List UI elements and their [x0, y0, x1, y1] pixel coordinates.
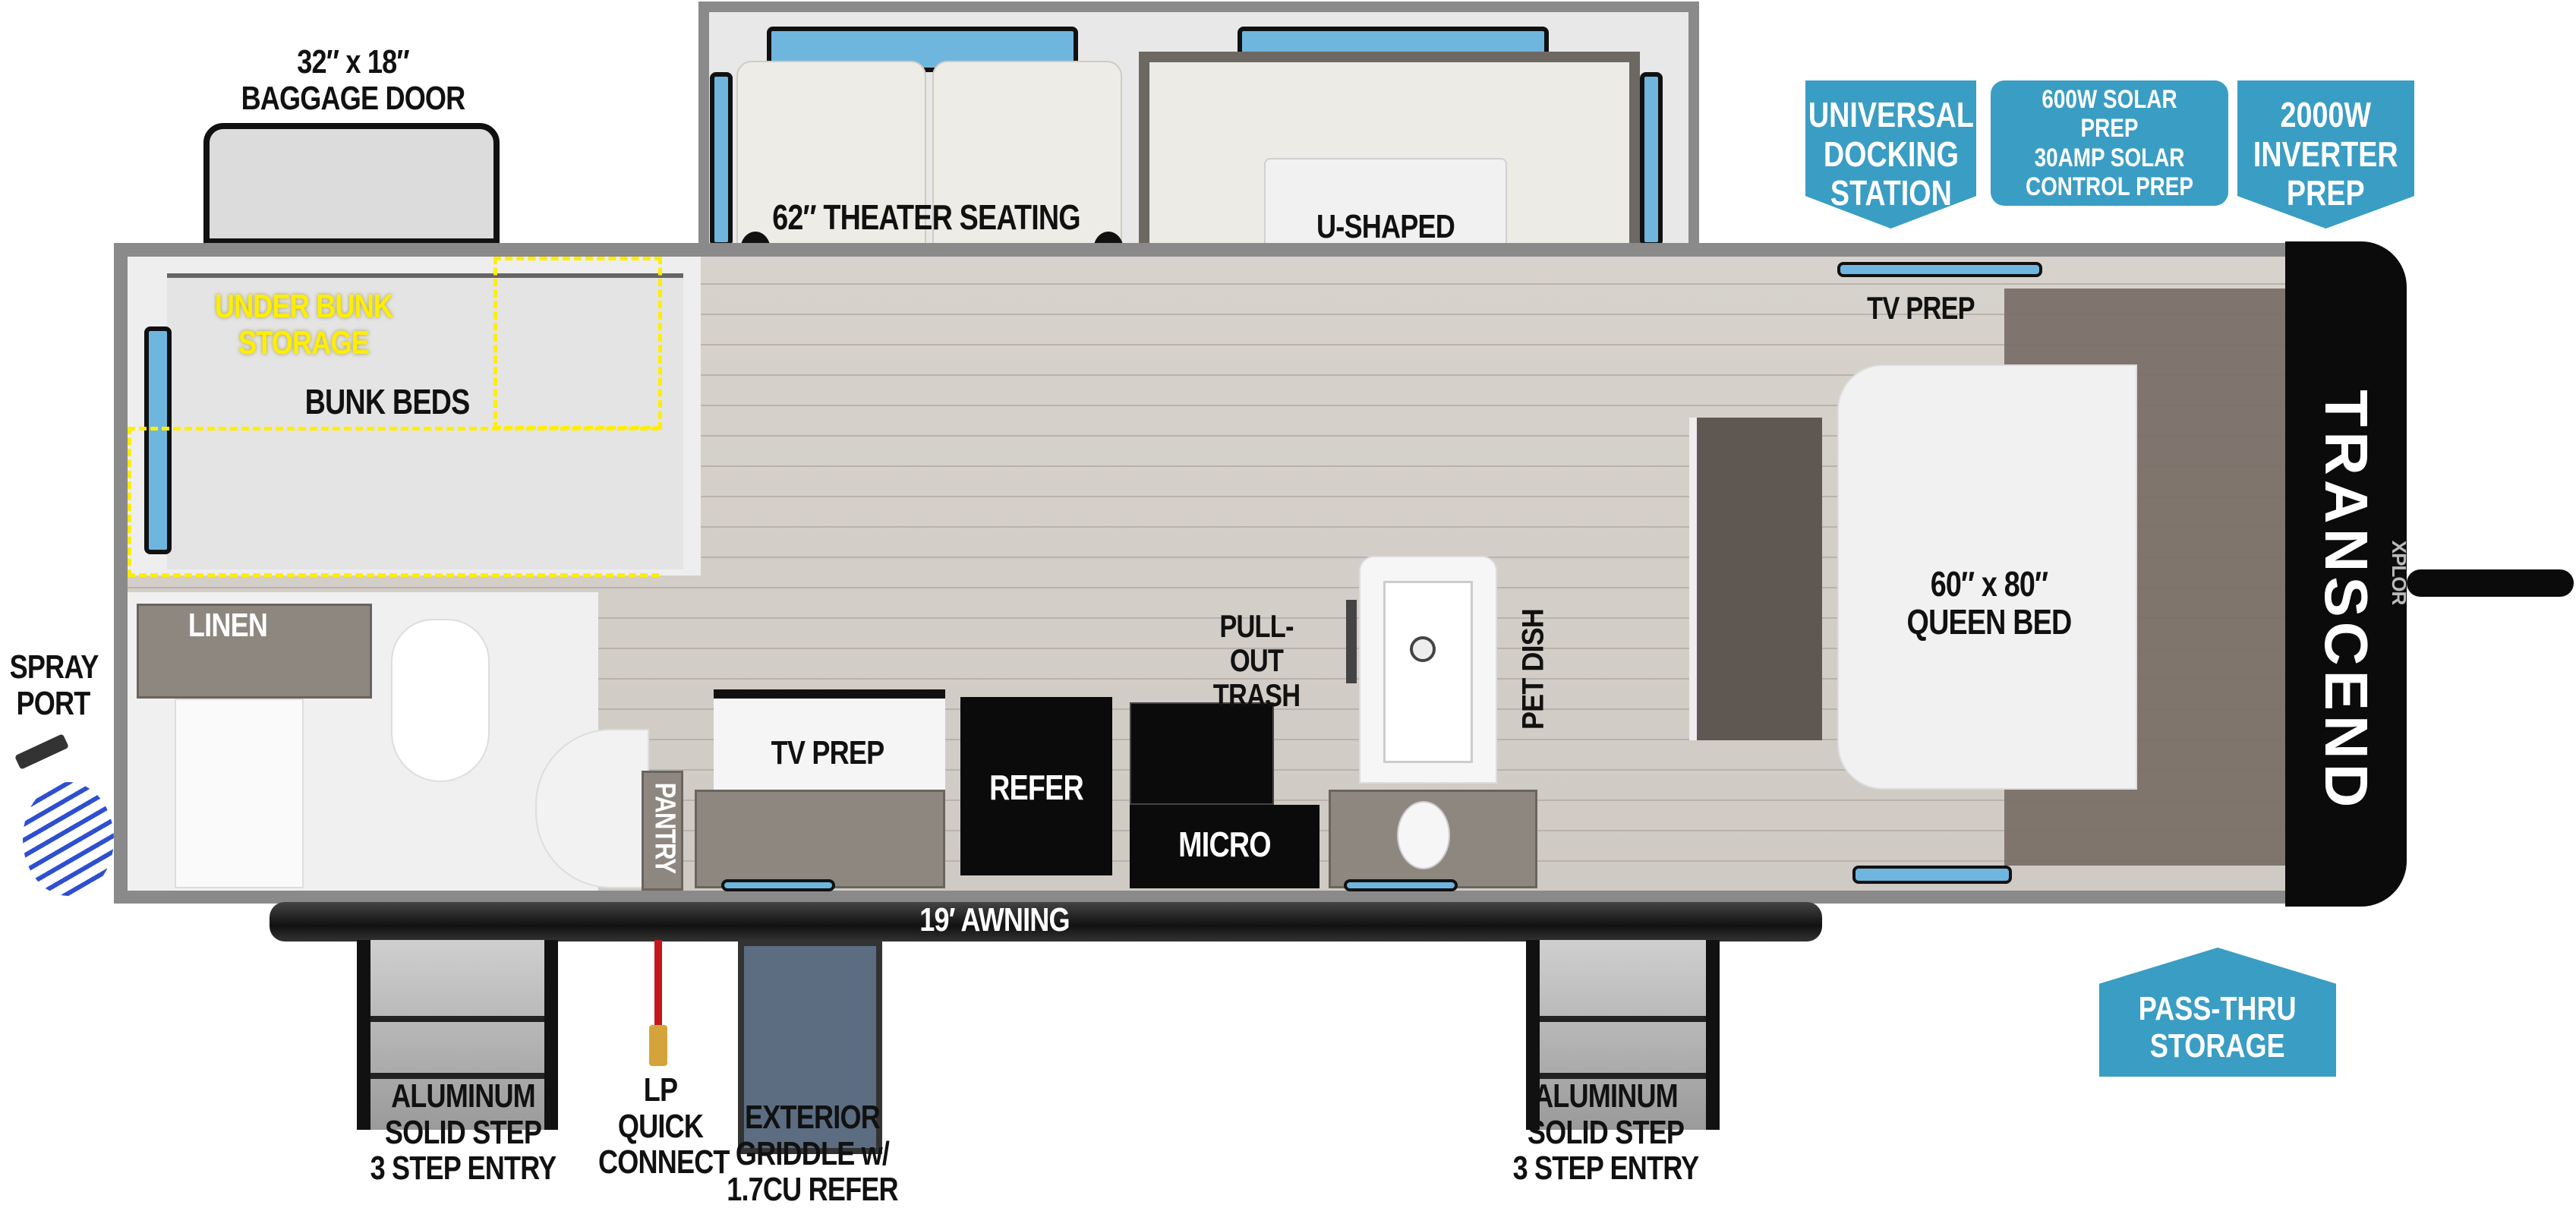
tv-prep-kitchen-label: TV PREP	[771, 734, 884, 771]
exterior-griddle-label: EXTERIOR GRIDDLE w/ 1.7CU REFER	[727, 1099, 898, 1208]
spray-port-label: SPRAY PORT	[9, 648, 99, 722]
entry-step-left	[357, 940, 558, 1130]
hitch-tongue-icon	[2407, 569, 2574, 597]
awning	[270, 902, 1822, 941]
slide-window-left	[710, 72, 733, 247]
baggage-door-label: 32″ x 18″ BAGGAGE DOOR	[241, 43, 466, 117]
tv-prep-kitchen-counter	[714, 689, 945, 796]
refrigerator	[960, 697, 1112, 875]
kitchen-cabinet	[695, 790, 945, 888]
linen-label: LINEN	[188, 607, 268, 644]
pantry	[642, 771, 683, 891]
queen-bed-label: 60″ x 80″ QUEEN BED	[1906, 564, 2073, 642]
slide-window-right	[1640, 72, 1663, 247]
refer-label: REFER	[989, 768, 1084, 807]
kitchen-sink	[1383, 581, 1473, 763]
front-cap	[2285, 241, 2407, 907]
step-left-label: ALUMINUM SOLID STEP 3 STEP ENTRY	[370, 1077, 557, 1187]
bedroom-window-bottom	[1852, 866, 2012, 884]
spray-hose-coil-icon	[23, 782, 114, 896]
tv-prep-bedroom-label: TV PREP	[1867, 290, 1975, 326]
micro-label: MICRO	[1178, 825, 1271, 864]
under-bunk-storage-outline	[493, 257, 662, 430]
entry-step-right	[1526, 940, 1720, 1130]
floor-vent-1	[721, 879, 835, 891]
bunk-beds-label: BUNK BEDS	[304, 382, 471, 421]
queen-bed	[1837, 364, 2137, 790]
bedroom-window-top	[1837, 262, 2042, 277]
sink-drain-icon	[1410, 636, 1436, 662]
badge-pass-thru-storage-text: PASS-THRU STORAGE	[2139, 989, 2297, 1064]
theater-seating-label: 62″ THEATER SEATING	[772, 197, 1080, 237]
badge-universal-docking-text: UNIVERSAL DOCKING STATION	[1808, 95, 1974, 213]
step-right-label: ALUMINUM SOLID STEP 3 STEP ENTRY	[1512, 1077, 1700, 1187]
badge-pass-thru-storage: PASS-THRU STORAGE	[2099, 948, 2336, 1077]
pull-out-trash-label: PULL-OUT TRASH	[1212, 608, 1301, 713]
under-bunk-storage-outline-lower	[128, 427, 659, 577]
spray-nozzle-icon	[14, 733, 69, 770]
pet-dish-label: PET DISH	[1516, 609, 1550, 730]
bunk-bed	[167, 273, 683, 569]
badge-inverter-prep-text: 2000W INVERTER PREP	[2253, 95, 2398, 213]
floor-vent-2	[1344, 879, 1458, 891]
brand-logo: TRANSCEND	[2313, 390, 2381, 812]
under-bunk-storage-label: UNDER BUNK STORAGE	[214, 288, 393, 361]
badge-inverter-prep: 2000W INVERTER PREP	[2237, 80, 2414, 229]
badge-universal-docking: UNIVERSAL DOCKING STATION	[1805, 80, 1976, 229]
lp-fitting-icon	[649, 1025, 667, 1066]
badge-solar-prep-text: 600W SOLAR PREP 30AMP SOLAR CONTROL PREP	[2025, 85, 2193, 201]
exterior-griddle	[738, 940, 882, 1154]
microwave	[1130, 805, 1320, 888]
baggage-door	[203, 123, 500, 244]
awning-label: 19′ AWNING	[919, 901, 1070, 938]
linen-cabinet	[137, 604, 372, 699]
badge-solar-prep: 600W SOLAR PREP 30AMP SOLAR CONTROL PREP	[1991, 80, 2228, 206]
stovetop	[1130, 702, 1274, 805]
shower	[175, 699, 304, 888]
pantry-label: PANTRY	[648, 782, 681, 874]
sub-brand-logo: XPLOR	[2388, 540, 2411, 605]
lp-line	[654, 940, 662, 1039]
toilet-icon	[391, 619, 490, 782]
bunk-window	[144, 326, 172, 554]
lp-quick-connect-label: LP QUICK CONNECT	[598, 1071, 730, 1181]
plate-icon	[1397, 801, 1450, 869]
pull-out-trash	[1346, 600, 1357, 683]
nightstand	[1689, 418, 1822, 740]
